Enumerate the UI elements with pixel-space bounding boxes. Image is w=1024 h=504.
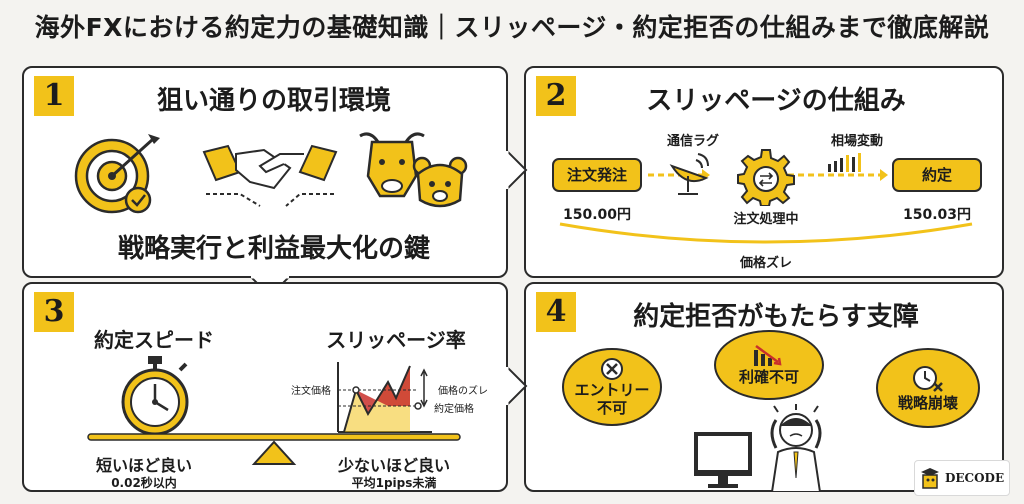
panel-2: 2 スリッページの仕組み 通信ラグ 相場変動 注文発注 約定 150.00円 注…: [524, 66, 1004, 278]
target-icon: [74, 134, 160, 214]
executed-box: 約定: [892, 158, 982, 192]
panel-4-number: 4: [536, 292, 576, 332]
right-value: 平均1pips未満: [351, 476, 437, 490]
logo-text: DECODE: [945, 471, 1005, 485]
decode-logo: DECODE: [914, 460, 1010, 496]
order-box: 注文発注: [552, 158, 642, 192]
strategy-bubble: 戦略崩壊: [876, 348, 980, 428]
profit-bubble-text: 利確不可: [738, 368, 799, 386]
panel-1-subheading: 戦略実行と利益最大化の鍵: [117, 234, 430, 264]
order-price-label: 注文価格: [291, 386, 331, 397]
pointer-3-4: [506, 366, 528, 406]
exec-price-label: 約定価格: [434, 404, 474, 415]
panel-1-heading: 狙い通りの取引環境: [156, 86, 391, 116]
bar-chart-icon: [828, 153, 861, 172]
cross-icon: [601, 358, 623, 380]
price-diff-label: 価格のズレ: [438, 386, 488, 397]
stopwatch-icon: [121, 356, 189, 436]
panel-3-number: 3: [34, 292, 74, 332]
comm-lag-label: 通信ラグ: [666, 134, 719, 149]
left-caption: 短いほど良い: [95, 456, 192, 475]
right-caption: 少ないほど良い: [337, 456, 450, 475]
profit-bubble: 利確不可: [714, 330, 824, 400]
panel-2-heading: スリッページの仕組み: [646, 86, 906, 116]
falling-chart-icon: [754, 344, 782, 366]
gear-icon: [737, 149, 795, 206]
price-gap-label: 価格ズレ: [739, 256, 792, 271]
left-value: 0.02秒以内: [111, 476, 177, 490]
price-start: 150.00円: [562, 207, 632, 223]
bull-bear-icon: [359, 132, 468, 208]
panel-3: 3 約定スピード スリッページ率 注文価格 価格のズレ 約定価格 短いほど良い …: [22, 282, 508, 492]
satellite-dish-icon: [669, 153, 709, 195]
entry-bubble-line2: 不可: [596, 399, 627, 417]
panel-1: 1 狙い通りの取引環境 戦略実行と利益最大化の鍵: [22, 66, 508, 298]
market-move-label: 相場変動: [830, 134, 883, 149]
page-title: 海外FXにおける約定力の基礎知識｜スリッページ・約定拒否の仕組みまで徹底解説: [34, 13, 990, 42]
balance-scale: [87, 433, 461, 465]
panel-1-number: 1: [34, 76, 74, 116]
strategy-bubble-text: 戦略崩壊: [897, 394, 958, 412]
stressed-trader-illustration: [694, 404, 822, 492]
panel-4-heading: 約定拒否がもたらす支障: [633, 302, 919, 332]
clock-cross-icon: [913, 366, 943, 392]
speed-label: 約定スピード: [94, 328, 214, 352]
entry-bubble: エントリー 不可: [562, 348, 662, 426]
panel-4: 4 約定拒否がもたらす支障 エントリー 不可 利確不可 戦略崩壊: [524, 282, 1004, 492]
slippage-rate-label: スリッページ率: [326, 328, 466, 352]
panel-2-number: 2: [536, 76, 576, 116]
logo-mark-icon: [921, 468, 939, 489]
pointer-1-2: [506, 150, 528, 190]
handshake-icon: [202, 144, 338, 207]
processing-label: 注文処理中: [733, 212, 799, 227]
entry-bubble-line1: エントリー: [574, 381, 650, 399]
price-gap-curve: [559, 222, 973, 244]
price-end: 150.03円: [902, 207, 972, 223]
slippage-chart: [337, 362, 432, 433]
